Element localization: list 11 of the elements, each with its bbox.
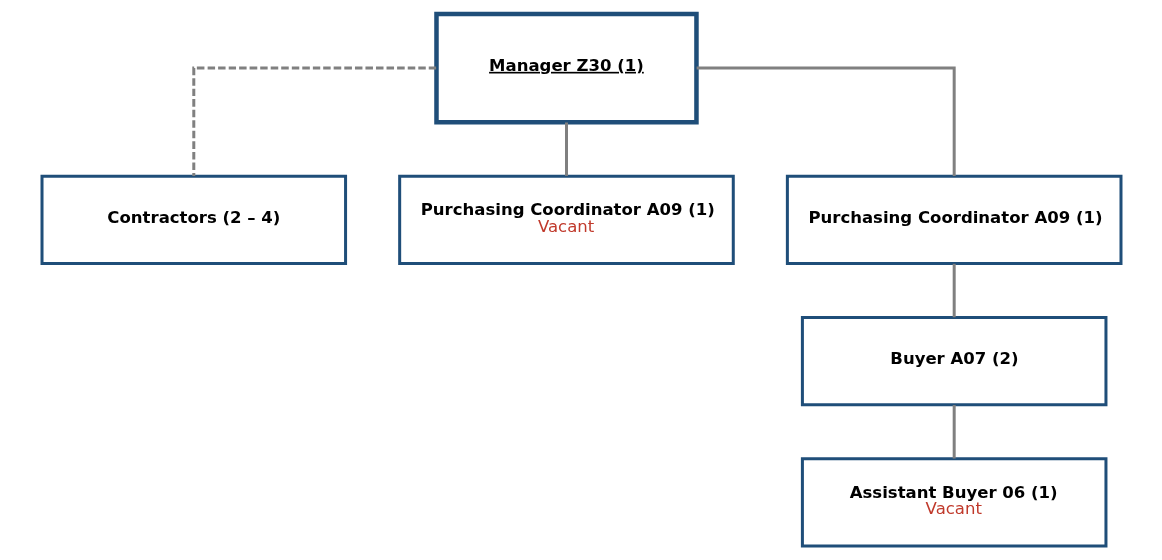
node-box: Buyer A07 (2) [800,316,1107,407]
node-box: Manager Z30 (1) [433,11,699,125]
node-box: Purchasing Coordinator A09 (1) Vacant [397,174,735,265]
connector [191,66,436,176]
connector [952,405,956,459]
node-box: Purchasing Coordinator A09 (1) [785,174,1122,265]
node-box: Contractors (2 – 4) [40,174,347,265]
node-box: Assistant Buyer 06 (1) Vacant [800,457,1107,548]
connector [952,263,956,318]
connector [696,66,956,176]
connector [564,122,568,176]
